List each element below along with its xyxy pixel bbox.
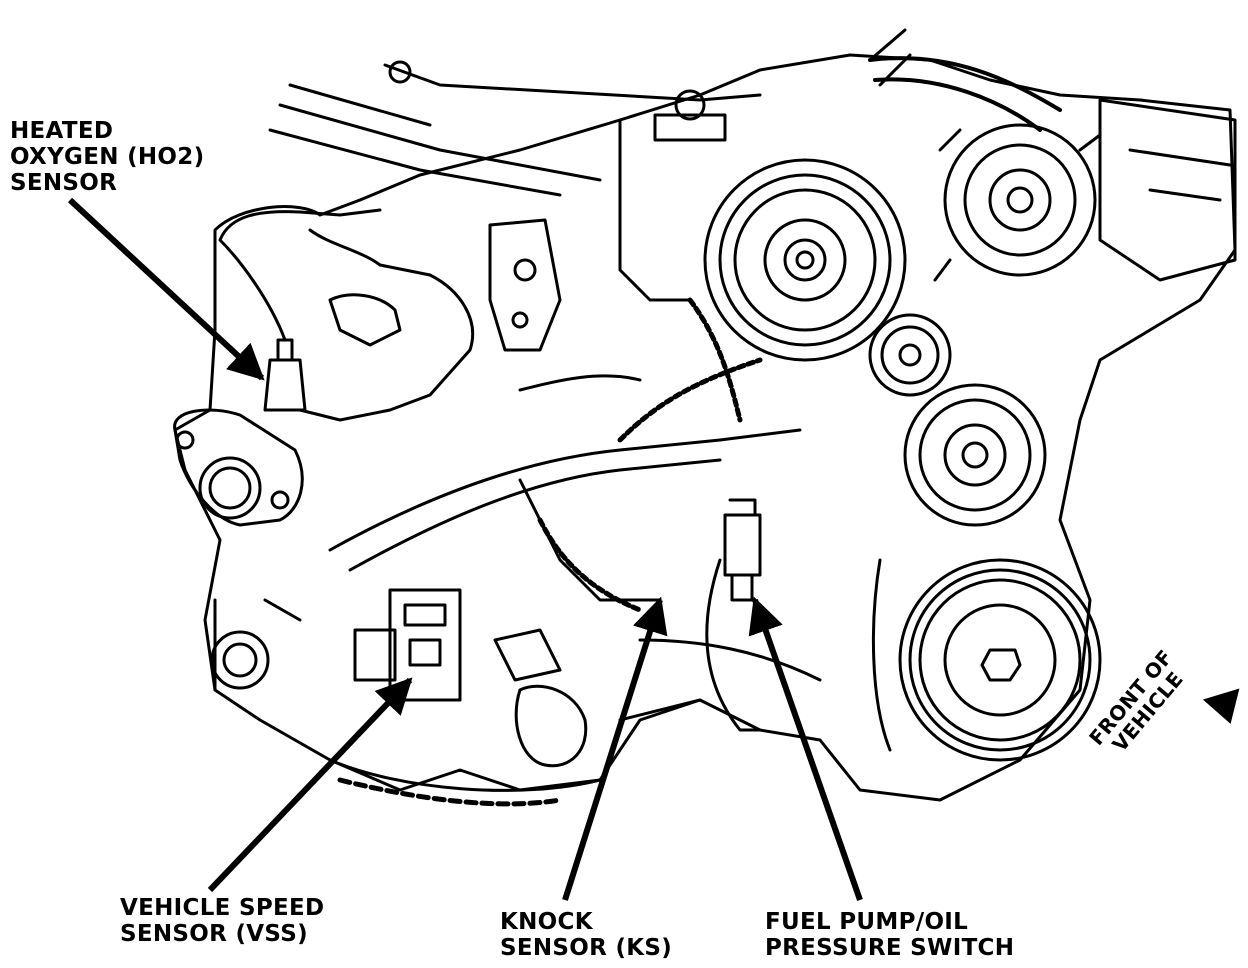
ks-arrow — [562, 596, 668, 901]
ho2-sensor-label: HEATED OXYGEN (HO2) SENSOR — [10, 118, 204, 196]
power-steering-pulley — [703, 158, 907, 362]
oil-pressure-switch — [723, 513, 762, 577]
ho2-arrow — [67, 197, 265, 381]
ks-label-line-2: SENSOR (KS) — [500, 935, 673, 961]
vss-label-line-2: SENSOR (VSS) — [120, 921, 308, 947]
front-arrow-icon — [1202, 688, 1240, 724]
crankshaft-pulley — [898, 558, 1102, 762]
fuel-pump-arrow — [748, 596, 863, 901]
ho2-sensor-body — [263, 358, 307, 412]
idler-pulley — [868, 313, 952, 397]
fp-label-line-1: FUEL PUMP/OIL — [765, 909, 969, 935]
vss-arrow — [207, 677, 413, 893]
vss-label: VEHICLE SPEED SENSOR (VSS) — [120, 895, 324, 947]
knock-sensor — [514, 684, 588, 768]
ho2-label-line-2: OXYGEN (HO2) — [10, 144, 205, 170]
fp-label-line-2: PRESSURE SWITCH — [765, 935, 1015, 961]
ho2-label-line-1: HEATED — [10, 118, 114, 144]
alternator — [943, 123, 1097, 277]
fuel-pump-label: FUEL PUMP/OIL PRESSURE SWITCH — [765, 909, 1014, 961]
water-pump-pulley — [903, 383, 1047, 527]
vss-connector — [388, 588, 462, 702]
vss-label-line-1: VEHICLE SPEED — [120, 895, 325, 921]
knock-sensor-label: KNOCK SENSOR (KS) — [500, 909, 672, 961]
ho2-label-line-3: SENSOR — [10, 170, 118, 196]
ks-label-line-1: KNOCK — [500, 909, 593, 935]
